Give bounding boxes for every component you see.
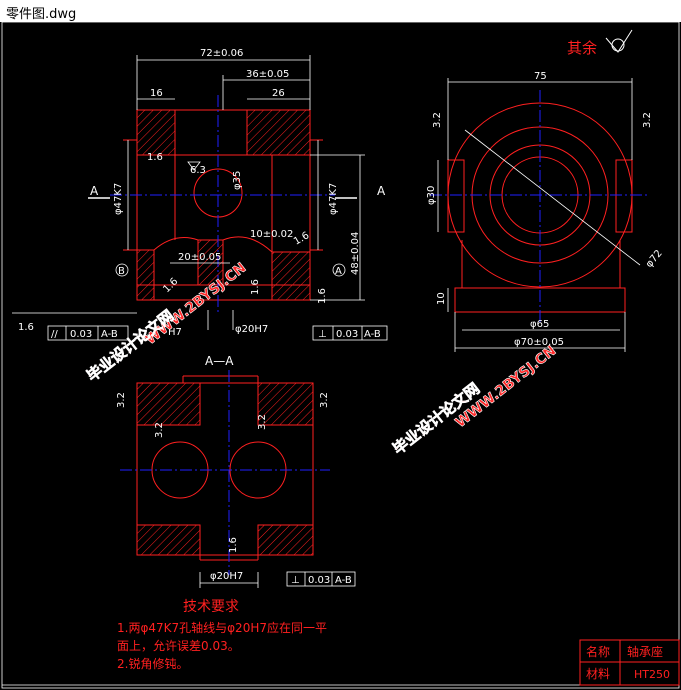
perpendicular-icon: ⊥ — [318, 329, 327, 340]
dia-30: φ30 — [426, 186, 437, 205]
tech-req-line-2: 面上，允许误差0.03。 — [117, 638, 240, 653]
dim-20: 20±0.05 — [178, 252, 221, 263]
section-title: A—A — [205, 354, 234, 368]
roughness-3-2-sec-b: 3.2 — [319, 392, 330, 408]
roughness-3-2-sec-c: 3.2 — [154, 422, 165, 438]
roughness-6-3: 6.3 — [190, 165, 206, 176]
roughness-3-2-sec-d: 3.2 — [257, 414, 268, 430]
svg-text:0.03: 0.03 — [308, 575, 330, 586]
parallel-icon: // — [51, 329, 58, 340]
datum-a-circle — [332, 263, 346, 277]
svg-text:A-B: A-B — [364, 329, 381, 340]
tolerance-frame-section: ⊥ 0.03 A-B — [286, 571, 356, 587]
window-title: 零件图.dwg — [6, 7, 77, 22]
dim-10: 10±0.02 — [250, 229, 293, 240]
roughness-1-6-sec: 1.6 — [228, 537, 239, 553]
dia-72: φ72 — [644, 248, 665, 270]
section-view — [120, 370, 330, 575]
tolerance-frame-left: // 0.03 A-B — [47, 325, 129, 341]
watermark-2: WWW.2BYSJ.CN 毕业设计论文网 — [389, 343, 560, 459]
dim-72: 72±0.06 — [200, 48, 243, 59]
cad-drawing: 其余 — [1, 22, 680, 689]
dia-65: φ65 — [530, 319, 549, 330]
sheet-border — [1, 22, 680, 689]
watermark-cn-1: 毕业设计论文网 — [83, 306, 177, 385]
datum-b-circle — [115, 263, 129, 277]
other-roughness-label: 其余 — [567, 39, 597, 57]
roughness-1-6-d: 1.6 — [161, 276, 180, 295]
dim-75: 75 — [534, 71, 547, 82]
dia-20-section: φ20H7 — [210, 571, 243, 582]
roughness-symbol-icon — [605, 29, 633, 53]
tolerance-frame-right: ⊥ 0.03 A-B — [312, 325, 388, 341]
dim-h7: H7 — [168, 327, 182, 338]
datum-b: B — [118, 266, 125, 277]
dia-70: φ70±0.05 — [514, 337, 564, 348]
title-name-value: 轴承座 — [627, 644, 663, 659]
svg-text:0.03: 0.03 — [70, 329, 92, 340]
title-material-value: HT250 — [634, 668, 670, 681]
roughness-1-6-c: 1.6 — [250, 279, 261, 295]
perpendicular-icon: ⊥ — [291, 575, 300, 586]
tech-req-line-3: 2.锐角修钝。 — [117, 656, 188, 671]
section-mark-a-left: A — [90, 184, 99, 198]
tech-req-heading: 技术要求 — [183, 599, 239, 615]
dia-20-front: φ20H7 — [235, 324, 268, 335]
side-dimension-lines — [437, 78, 641, 352]
svg-text:0.03: 0.03 — [336, 329, 358, 340]
roughness-1-6-left: 1.6 — [18, 322, 34, 333]
front-dimension-lines — [12, 55, 365, 330]
section-mark-a-right: A — [377, 184, 386, 198]
tech-req-line-1: 1.两φ47K7孔轴线与φ20H7应在同一平 — [117, 620, 327, 635]
dim-16: 16 — [150, 88, 163, 99]
title-name-label: 名称 — [586, 644, 610, 659]
side-view — [430, 90, 650, 325]
front-view — [110, 95, 335, 315]
dim-48: 48±0.04 — [350, 232, 361, 275]
title-block: 名称 轴承座 材料 HT250 — [579, 639, 680, 686]
datum-a: A — [335, 266, 342, 277]
window-titlebar: 零件图.dwg — [0, 0, 681, 23]
roughness-triangle-icon — [187, 161, 201, 171]
roughness-3-2-side-left: 3.2 — [432, 112, 443, 128]
roughness-3-2-sec-a: 3.2 — [116, 392, 127, 408]
roughness-1-6-e: 1.6 — [317, 288, 328, 304]
roughness-3-2-side-right: 3.2 — [642, 112, 653, 128]
svg-text:A-B: A-B — [335, 575, 352, 586]
roughness-1-6-b: 1.6 — [292, 230, 311, 247]
svg-text:A-B: A-B — [101, 329, 118, 340]
dia-35: φ35 — [232, 171, 243, 190]
roughness-1-6-a: 1.6 — [147, 152, 163, 163]
title-material-label: 材料 — [586, 667, 610, 681]
drawing-canvas[interactable]: 其余 — [0, 22, 681, 690]
dim-26: 26 — [272, 88, 285, 99]
dia-47-left: φ47K7 — [113, 183, 124, 215]
dim-10-side: 10 — [436, 292, 447, 305]
dim-36: 36±0.05 — [246, 69, 289, 80]
dia-47-right: φ47K7 — [328, 183, 339, 215]
